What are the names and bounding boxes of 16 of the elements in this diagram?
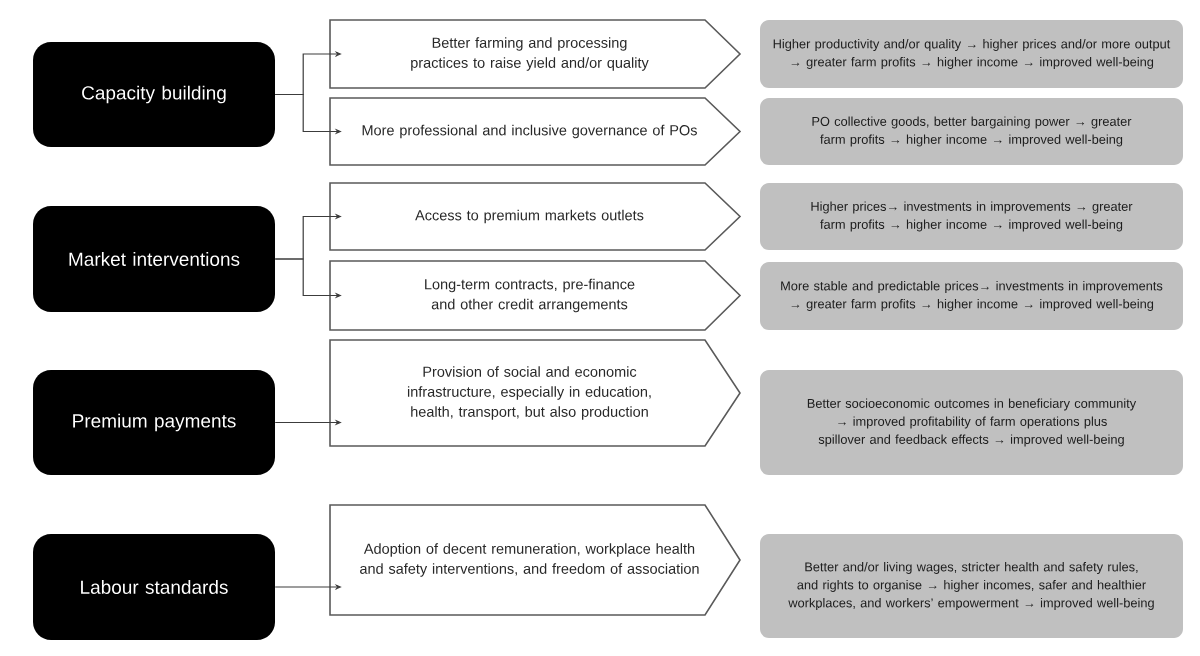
category-box: Premium payments <box>33 370 275 475</box>
category-box: Market interventions <box>33 206 275 312</box>
category-box: Labour standards <box>33 534 275 640</box>
category-box: Capacity building <box>33 42 275 147</box>
pentagon-box: Long-term contracts, pre-finance and other credit arrangements <box>329 260 742 331</box>
pentagon-box: Access to premium markets outlets <box>329 182 742 251</box>
outcome-box: More stable and predictable prices→ investments in improvements → greater farm profits → higher income → improved well-being <box>760 262 1183 330</box>
outcome-box: Higher prices→ investments in improvements → greater farm profits → higher income → improved well-being <box>760 183 1183 250</box>
outcome-box: Better socioeconomic outcomes in beneficiary community → improved profitability of farm operations plus spillover and feedback effects → improved well-being <box>760 370 1183 475</box>
outcome-box: PO collective goods, better bargaining power → greater farm profits → higher income → improved well-being <box>760 98 1183 165</box>
pentagon-box: Better farming and processing practices to raise yield and/or quality <box>329 19 742 89</box>
pentagon-box: Adoption of decent remuneration, workplace health and safety interventions, and freedom of association <box>329 504 741 616</box>
outcome-box: Better and/or living wages, stricter health and safety rules, and rights to organise → higher incomes, safer and healthier workplaces, and workers’ empowerment → improved well-being <box>760 534 1183 638</box>
outcome-box: Higher productivity and/or quality → higher prices and/or more output → greater farm profits → higher income → improved well-being <box>760 20 1183 88</box>
pentagon-box: Provision of social and economic infrastructure, especially in education, health, transport, but also production <box>329 339 741 447</box>
pentagon-box: More professional and inclusive governance of POs <box>329 97 742 166</box>
